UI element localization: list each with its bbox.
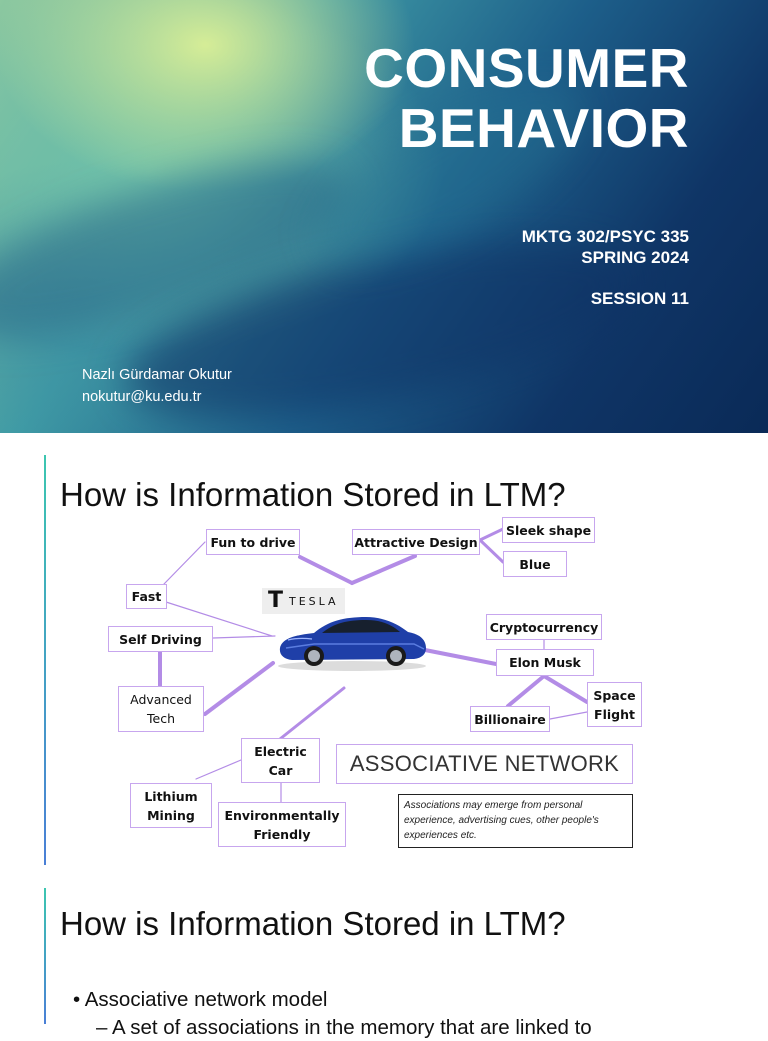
link-line	[478, 527, 505, 542]
accent-bar	[44, 888, 46, 1024]
link-line	[506, 674, 546, 708]
associative-network-slide: How is Information Stored in LTM? T TESL…	[0, 433, 768, 875]
course-code: MKTG 302/PSYC 335	[521, 227, 689, 246]
link-line	[165, 601, 273, 637]
title-line: BEHAVIOR	[398, 97, 689, 159]
course-info: MKTG 302/PSYC 335 SPRING 2024	[522, 226, 689, 268]
bullet-item: • Associative network model	[73, 988, 328, 1011]
author-email: nokutur@ku.edu.tr	[82, 389, 202, 405]
node-lithium-mining: Lithium Mining	[130, 783, 212, 828]
node-attractive-design: Attractive Design	[352, 529, 480, 555]
link-line	[478, 538, 505, 564]
title-slide: CONSUMER BEHAVIOR MKTG 302/PSYC 335 SPRI…	[0, 0, 768, 433]
node-electric-car: Electric Car	[241, 738, 320, 783]
tesla-logo: T TESLA	[262, 588, 345, 614]
node-fast: Fast	[126, 584, 167, 609]
node-sleek-shape: Sleek shape	[502, 517, 595, 543]
author-name: Nazlı Gürdamar Okutur	[82, 367, 232, 383]
node-billionaire: Billionaire	[470, 706, 550, 732]
node-environmentally-friendly: Environmentally Friendly	[218, 802, 346, 847]
tesla-t-icon: T	[268, 588, 284, 613]
author-block: Nazlı Gürdamar Okutur nokutur@ku.edu.tr	[82, 364, 232, 408]
link-line	[542, 674, 589, 704]
node-advanced-tech: Advanced Tech	[118, 686, 204, 732]
slide-title: How is Information Stored in LTM?	[60, 905, 566, 942]
link-line	[278, 686, 346, 741]
link-line	[212, 635, 276, 639]
node-cryptocurrency: Cryptocurrency	[486, 614, 602, 640]
tesla-wordmark: TESLA	[289, 594, 339, 608]
node-space-flight: Space Flight	[587, 682, 642, 727]
link-line	[163, 541, 206, 585]
network-model-slide: How is Information Stored in LTM? • Asso…	[0, 875, 768, 1039]
slide-title: How is Information Stored in LTM?	[60, 476, 566, 513]
link-line	[298, 555, 354, 585]
accent-bar	[44, 455, 46, 865]
node-blue: Blue	[503, 551, 567, 577]
term: SPRING 2024	[581, 248, 689, 267]
associations-note: Associations may emerge from personal ex…	[398, 794, 633, 848]
link-line	[195, 759, 242, 780]
node-fun-to-drive: Fun to drive	[206, 529, 300, 555]
title-line: CONSUMER	[364, 37, 689, 99]
link-line	[350, 554, 417, 585]
network-links	[158, 527, 589, 803]
bullet-subitem: – A set of associations in the memory th…	[96, 1016, 592, 1039]
session-label: SESSION 11	[590, 289, 689, 308]
link-line	[423, 648, 498, 666]
link-line	[549, 711, 588, 720]
node-self-driving: Self Driving	[108, 626, 213, 652]
presentation-title: CONSUMER BEHAVIOR	[364, 38, 689, 158]
link-line	[203, 661, 275, 716]
node-elon-musk: Elon Musk	[496, 649, 594, 676]
associative-network-label: ASSOCIATIVE NETWORK	[336, 744, 633, 784]
car-icon	[278, 617, 426, 671]
